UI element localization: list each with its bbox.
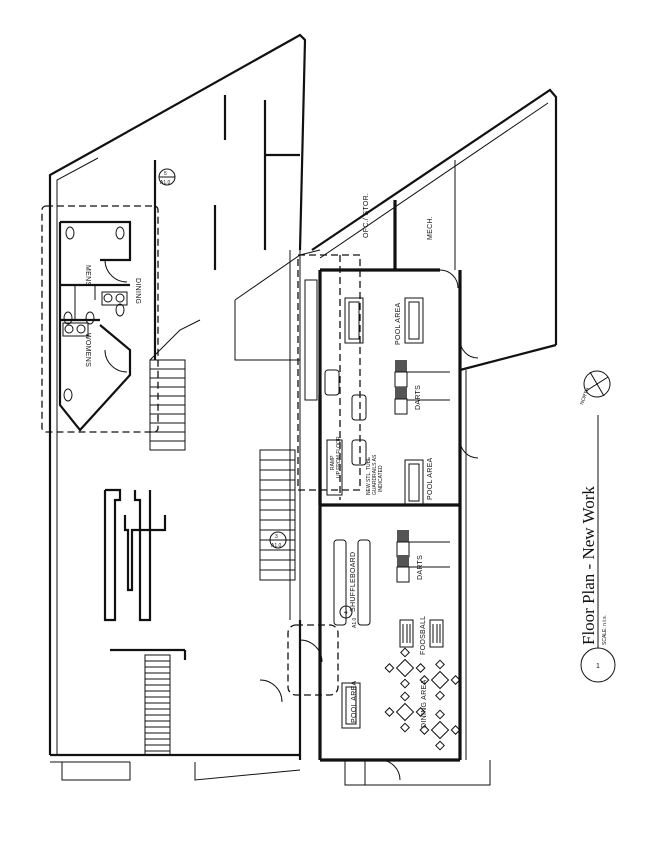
north-arrow-icon — [583, 370, 611, 398]
svg-text:INDICATED: INDICATED — [378, 465, 384, 492]
room-label-darts-1: DARTS — [415, 385, 422, 410]
room-label-dining: DINING — [134, 278, 141, 304]
svg-text:A1.0: A1.0 — [271, 543, 282, 549]
stairs — [144, 359, 296, 756]
svg-text:RAMP: RAMP — [330, 455, 336, 470]
svg-text:3: 3 — [275, 534, 278, 540]
room-label-pool-area-3: POOL AREA — [351, 680, 358, 723]
room-label-pool-area-2: POOL AREA — [427, 457, 434, 500]
dining-tables — [384, 647, 461, 751]
svg-text:A1.0: A1.0 — [352, 617, 358, 628]
right-building-walls — [259, 88, 558, 786]
room-label-pool-area-1: POOL AREA — [395, 302, 402, 345]
room-label-dining-area: DINING AREA — [421, 680, 428, 728]
svg-text:5: 5 — [164, 171, 167, 177]
ramp-note: RAMP UP FROM FLOOR NEW STL. TUBE GUARDRA… — [324, 369, 384, 496]
title-block: 1 Floor Plan - New Work SCALE: n.t.s. NO… — [579, 370, 616, 683]
room-label-office-storage: OFC./ STOR. — [363, 193, 370, 238]
svg-text:NEW STL. TUBE: NEW STL. TUBE — [366, 456, 372, 495]
shuffleboard-tables — [333, 539, 371, 626]
drawing-scale: SCALE: n.t.s. — [602, 615, 608, 645]
restroom-block: MENS WOMENS DINING — [41, 205, 159, 433]
drawing-number: 1 — [596, 663, 600, 670]
pool-tables — [341, 297, 424, 729]
north-label: NORTH — [579, 387, 591, 406]
svg-text:A1.0: A1.0 — [160, 180, 171, 186]
room-label-mech: MECH. — [427, 216, 434, 240]
room-label-womens: WOMENS — [84, 333, 91, 367]
svg-text:GUARDRAILS AS: GUARDRAILS AS — [372, 454, 378, 495]
room-label-mens: MENS — [84, 265, 91, 286]
room-label-darts-2: DARTS — [417, 555, 424, 580]
foosball-tables — [399, 619, 444, 648]
dart-lanes — [394, 360, 450, 583]
drawing-title: Floor Plan - New Work — [579, 486, 598, 645]
section-callout-4: 4 A1.0 — [339, 605, 358, 628]
room-label-shuffleboard: SHUFFLEBOARD — [350, 552, 357, 612]
svg-text:UP FROM FLOOR: UP FROM FLOOR — [336, 436, 342, 478]
room-label-foosball: FOOSBALL — [420, 616, 427, 655]
section-callout-5: 5 A1.0 — [158, 168, 176, 186]
svg-text:4: 4 — [344, 611, 350, 614]
bar-counter — [103, 488, 187, 660]
